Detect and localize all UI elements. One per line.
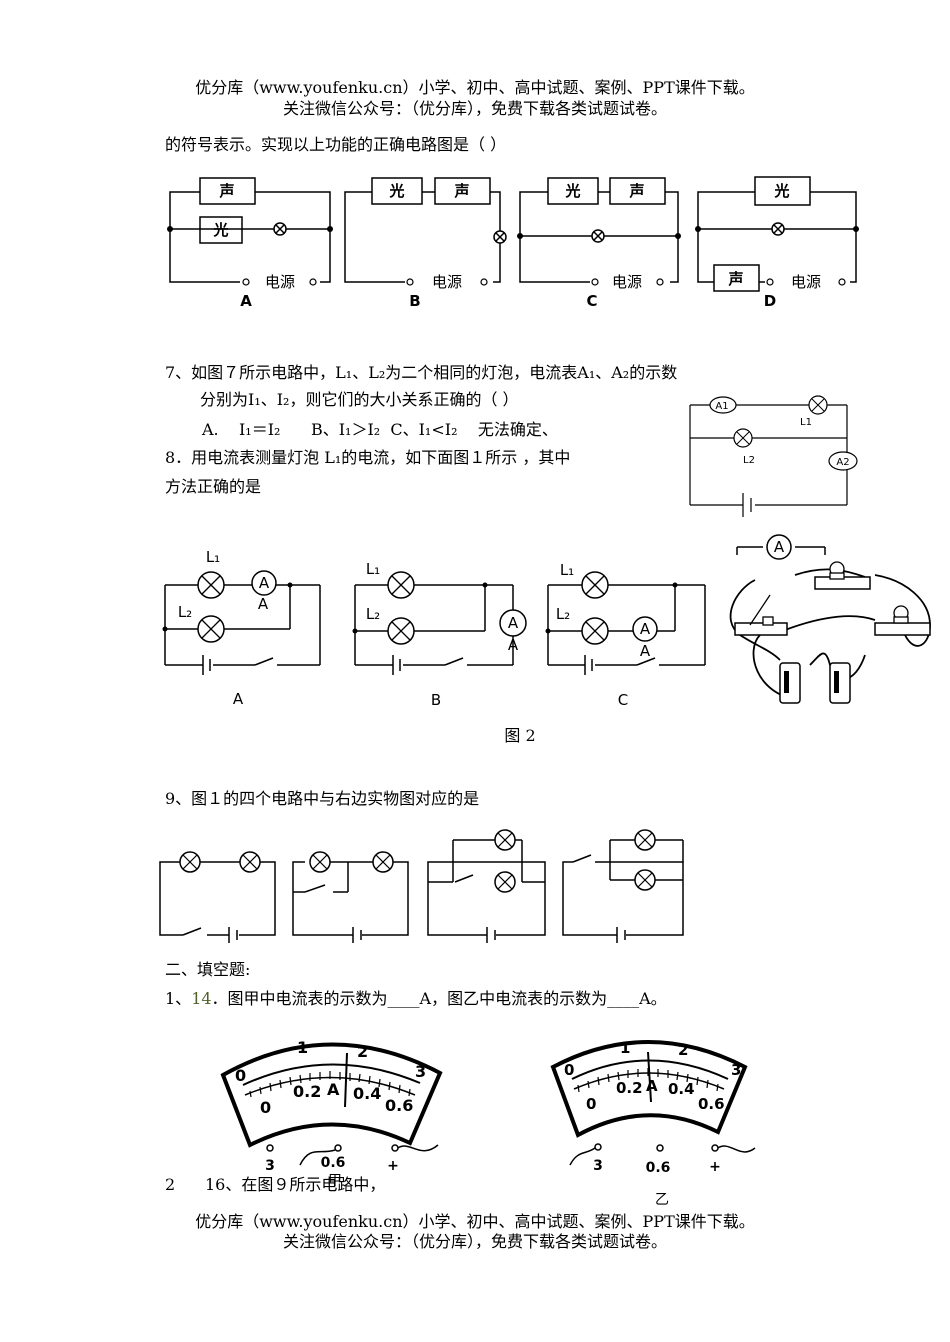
svg-text:光: 光: [212, 221, 228, 239]
q7-options: A. I₁＝I₂ B、I₁＞I₂ C、I₁<I₂ 无法确定、: [202, 420, 558, 439]
q7-figure: A1 A2 L1 L2: [689, 395, 858, 517]
svg-text:A: A: [240, 292, 252, 310]
svg-text:0.6: 0.6: [646, 1160, 671, 1176]
q9-circuit-diagrams: [159, 829, 684, 943]
svg-text:2: 2: [357, 1042, 368, 1061]
fill-question-1-text: ．图甲中电流表的示数为____A，图乙中电流表的示数为____A。: [211, 989, 667, 1008]
q8-figure-caption: 图 2: [504, 726, 536, 745]
svg-text:A: A: [508, 636, 519, 654]
svg-text:声: 声: [218, 182, 234, 200]
svg-text:电源: 电源: [791, 273, 821, 291]
svg-text:0.2: 0.2: [293, 1082, 321, 1101]
svg-text:0.6: 0.6: [385, 1096, 413, 1115]
svg-text:3: 3: [593, 1158, 603, 1174]
ammeter-circle: [766, 534, 792, 560]
q6-circuit-diagrams: 声 光 光 声 光 声 光 声 电源 电源 电源 电源 A B C D: [167, 176, 859, 310]
physical-circuit-illustration: A: [729, 534, 931, 704]
fill-question-1-number: 14: [191, 989, 212, 1008]
fill-question-2-text: 16、在图９所示电路中，: [205, 1175, 386, 1194]
svg-text:0: 0: [564, 1061, 574, 1079]
q8-circuit-diagrams: L₁ L₂ A A L₁ L₂ A A L₁ L₂ A A A B C: [162, 548, 706, 709]
svg-text:声: 声: [453, 182, 469, 200]
svg-text:C: C: [586, 292, 597, 310]
svg-text:1: 1: [620, 1039, 630, 1057]
q6-question-tail: 的符号表示。实现以上功能的正确电路图是（ ）: [165, 135, 507, 154]
q9-question: 9、图１的四个电路中与右边实物图对应的是: [165, 789, 480, 808]
svg-text:A: A: [259, 574, 270, 592]
svg-text:声: 声: [727, 270, 743, 288]
ammeter-dial-jia: 0 1 2 3 0 0.2 A 0.4 0.6: [220, 1038, 443, 1148]
svg-text:0: 0: [260, 1098, 271, 1117]
terminals-jia: 3 0.6 + 甲: [265, 1144, 439, 1189]
svg-text:L1: L1: [800, 417, 812, 428]
svg-text:电源: 电源: [612, 273, 642, 291]
svg-text:+: +: [387, 1158, 399, 1174]
svg-text:3: 3: [415, 1062, 426, 1081]
svg-text:乙: 乙: [655, 1192, 669, 1208]
svg-text:0.4: 0.4: [668, 1080, 695, 1098]
footer-line-1: 优分库（www.youfenku.cn）小学、初中、高中试题、案例、PPT课件下…: [195, 1212, 755, 1231]
svg-text:光: 光: [773, 182, 789, 200]
svg-text:1: 1: [297, 1038, 308, 1057]
svg-text:L2: L2: [743, 455, 755, 466]
svg-text:L₂: L₂: [178, 603, 192, 621]
svg-text:+: +: [709, 1159, 721, 1175]
svg-text:D: D: [764, 292, 776, 310]
q7-line-2: 分别为I₁、I₂，则它们的大小关系正确的（ ）: [200, 390, 519, 409]
fill-question-2-number: 2: [165, 1175, 176, 1194]
fill-question-1-prefix: 1、: [165, 989, 192, 1008]
svg-text:0.6: 0.6: [321, 1155, 346, 1171]
fill-question-1: 1、14．图甲中电流表的示数为____A，图乙中电流表的示数为____A。: [165, 989, 667, 1009]
section-2-title: 二、填空题:: [165, 960, 251, 979]
svg-text:C: C: [618, 691, 628, 709]
svg-text:A: A: [258, 595, 269, 613]
terminals-yi: 3 0.6 + 乙: [569, 1143, 756, 1208]
ammeter-dial-yi: 0 1 2 3 0 0.2 A 0.4 0.6: [550, 1039, 748, 1138]
svg-text:B: B: [431, 691, 441, 709]
svg-text:L₁: L₁: [366, 560, 380, 578]
svg-text:A2: A2: [836, 457, 849, 468]
svg-text:甲: 甲: [328, 1173, 342, 1189]
svg-text:0.4: 0.4: [353, 1084, 381, 1103]
svg-text:0.2: 0.2: [616, 1079, 643, 1097]
svg-text:B: B: [409, 292, 420, 310]
svg-text:L₁: L₁: [560, 561, 574, 579]
svg-text:A: A: [327, 1080, 340, 1099]
svg-text:电源: 电源: [265, 273, 295, 291]
svg-text:A: A: [233, 690, 244, 708]
svg-text:光: 光: [388, 182, 404, 200]
svg-text:电源: 电源: [432, 273, 462, 291]
svg-text:A: A: [640, 642, 651, 660]
svg-text:L₁: L₁: [206, 548, 220, 566]
svg-text:0: 0: [235, 1066, 246, 1085]
svg-text:2: 2: [678, 1041, 688, 1059]
svg-text:A: A: [640, 620, 651, 638]
footer-line-2: 关注微信公众号：（优分库），免费下载各类试题试卷。: [282, 1232, 667, 1251]
svg-text:声: 声: [628, 182, 644, 200]
svg-text:L₂: L₂: [556, 605, 570, 623]
svg-text:0.6: 0.6: [698, 1095, 725, 1113]
svg-text:0: 0: [586, 1095, 596, 1113]
svg-text:光: 光: [564, 182, 580, 200]
q8-line-2: 方法正确的是: [165, 477, 262, 496]
svg-text:L₂: L₂: [366, 605, 380, 623]
header-line-2: 关注微信公众号：（优分库），免费下载各类试题试卷。: [282, 99, 667, 118]
q7-line-1: 7、如图７所示电路中，L₁、L₂为二个相同的灯泡，电流表A₁、A₂的示数: [165, 363, 678, 382]
svg-text:A1: A1: [715, 401, 728, 412]
svg-text:A: A: [774, 538, 785, 556]
svg-text:A: A: [508, 614, 519, 632]
svg-text:A: A: [646, 1077, 658, 1095]
header-line-1: 优分库（www.youfenku.cn）小学、初中、高中试题、案例、PPT课件下…: [195, 78, 755, 97]
q8-line-1: 8．用电流表测量灯泡 L₁的电流，如下面图１所示 ，其中: [165, 448, 571, 467]
svg-text:3: 3: [265, 1158, 275, 1174]
svg-text:3: 3: [731, 1061, 741, 1079]
